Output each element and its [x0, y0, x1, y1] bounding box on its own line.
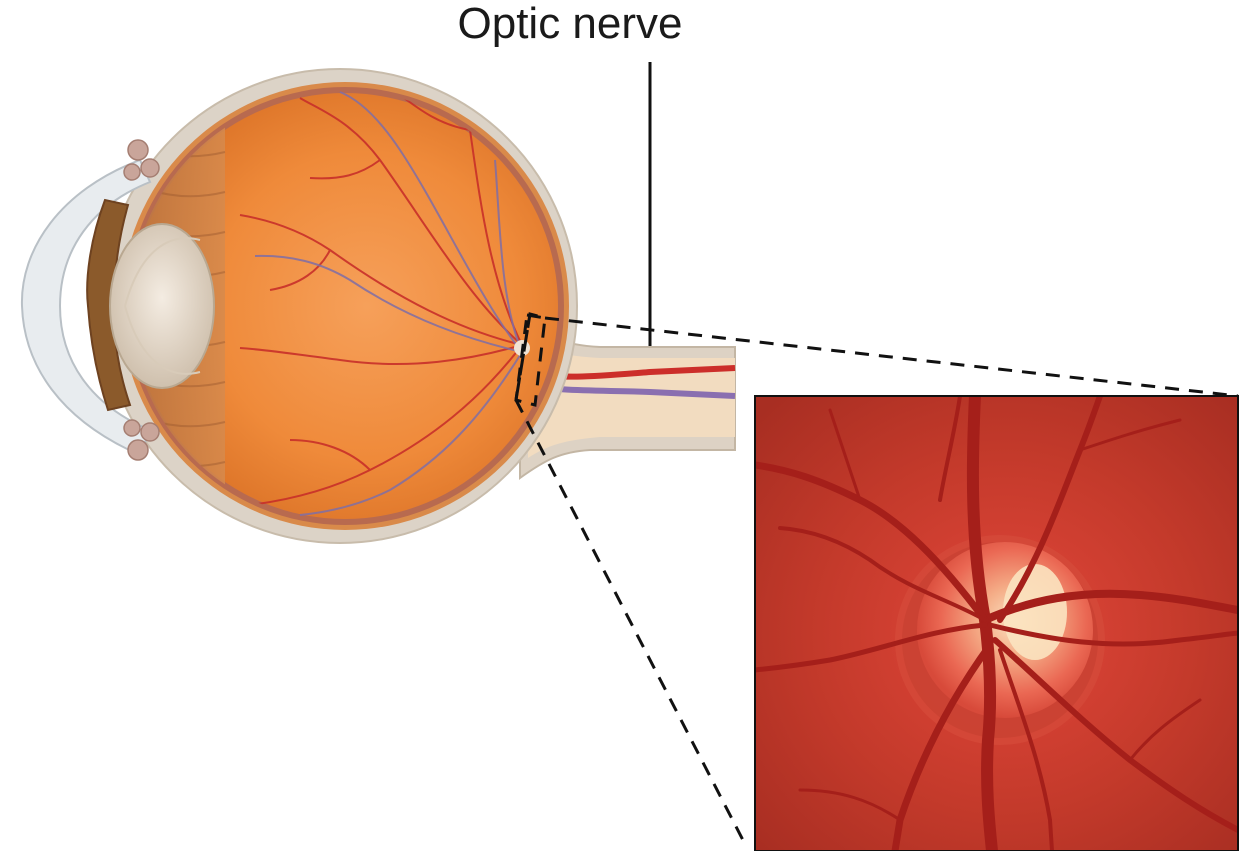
eyeball-cross-section: [22, 69, 735, 543]
fundus-photo: [755, 396, 1238, 851]
zoom-line-bottom: [516, 400, 746, 846]
optic-nerve-label: Optic nerve: [458, 0, 683, 48]
